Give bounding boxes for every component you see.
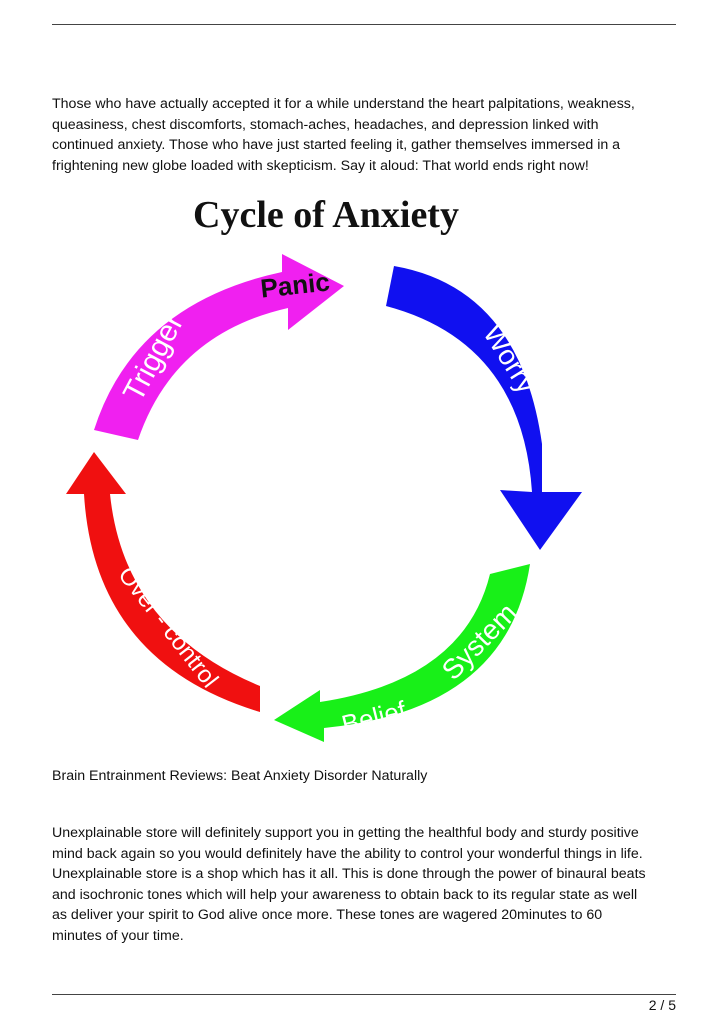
over-control-arrow: [66, 452, 260, 712]
belief-system-arrow: [274, 564, 530, 742]
top-rule: [52, 24, 676, 25]
body-paragraph: Unexplainable store will definitely supp…: [52, 825, 646, 944]
intro-paragraph: Those who have actually accepted it for …: [52, 96, 635, 174]
page-number: 2 / 5: [648, 997, 676, 1013]
trigger-panic-arrow: [94, 254, 344, 440]
bottom-rule: [52, 994, 676, 995]
diagram-title: Cycle of Anxiety: [193, 194, 459, 236]
cycle-of-anxiety-diagram: Cycle of Anxiety Panic Trigger Worry Bel…: [66, 194, 582, 742]
figure-caption: Brain Entrainment Reviews: Beat Anxiety …: [52, 768, 428, 784]
worry-arrow: [386, 266, 582, 550]
panic-label: Panic: [259, 267, 331, 304]
